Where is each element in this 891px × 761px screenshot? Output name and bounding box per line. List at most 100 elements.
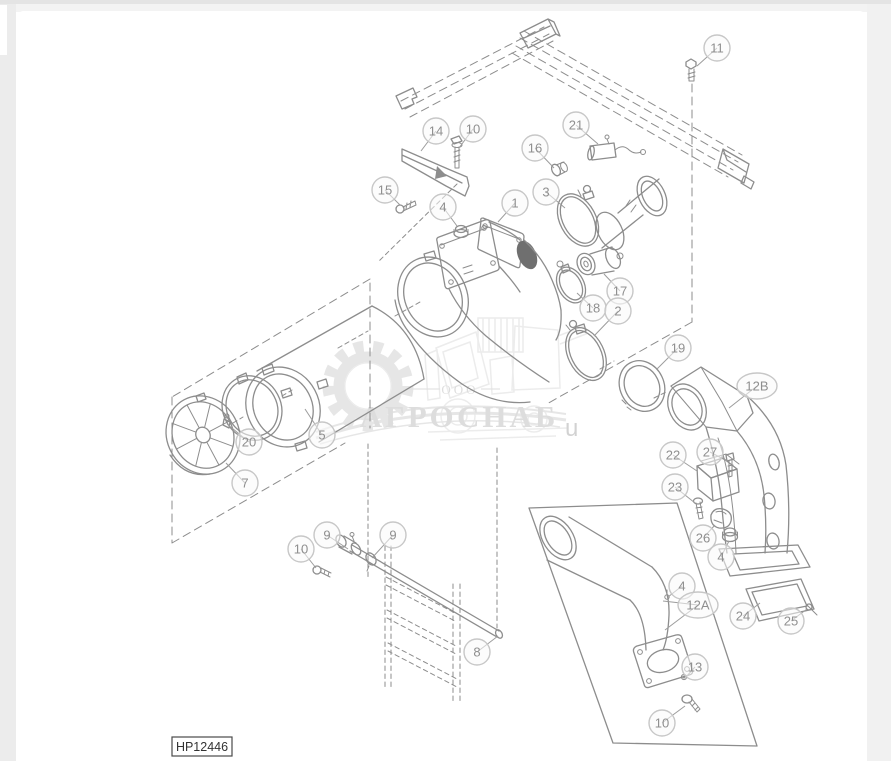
callout-number: 23 — [668, 480, 682, 495]
intake-tube-12A — [539, 515, 694, 689]
callout-bubble — [707, 543, 735, 571]
cap-screw-10-top — [450, 135, 463, 169]
callout-number: 19 — [671, 341, 685, 356]
bolt-10b — [312, 565, 332, 578]
support-tube-8 — [312, 532, 504, 639]
callout-number: 15 — [378, 183, 392, 198]
callout-number: 4 — [678, 579, 685, 594]
callout-bubble — [379, 521, 407, 549]
spring-clip-26 — [710, 507, 732, 529]
top-window-edge-light — [0, 4, 891, 12]
callout-number: 16 — [528, 141, 542, 156]
callout-13: 13 — [681, 653, 709, 681]
callout-5: 5 — [304, 408, 336, 449]
callout-3: 3 — [532, 178, 566, 209]
callout-7: 7 — [225, 462, 259, 497]
callout-bubble — [422, 117, 450, 145]
bolt-10c — [681, 694, 701, 713]
callout-bubble — [287, 535, 315, 563]
callout-15: 15 — [371, 176, 401, 206]
figure-label-text: HP12446 — [176, 740, 228, 754]
callout-number: 20 — [242, 435, 256, 450]
watermark-company-text: АГРОСНАБ — [360, 399, 559, 434]
clamp-9a — [349, 532, 362, 556]
callout-number: 10 — [655, 716, 669, 731]
callout-9: 9 — [313, 521, 349, 550]
callout-10: 10 — [458, 115, 487, 149]
callout-22: 22 — [659, 441, 698, 472]
callout-number: 9 — [389, 528, 396, 543]
callout-bubble — [696, 438, 724, 466]
hose-clamp-18 — [555, 260, 587, 304]
watermark-domain-letter: u — [565, 415, 578, 442]
callout-number: 21 — [569, 118, 583, 133]
callout-bubble — [677, 591, 719, 619]
callout-bubble — [604, 297, 632, 325]
callout-number: 3 — [542, 185, 549, 200]
callout-number: 25 — [784, 614, 798, 629]
callout-12A: 12A — [662, 591, 719, 631]
callout-number: 12A — [686, 598, 709, 613]
flange-nut-4d — [721, 527, 739, 543]
callout-bubble — [429, 193, 457, 221]
callout-bubble — [532, 178, 560, 206]
band-clamp-2 — [565, 319, 607, 382]
roof-rail-right — [511, 30, 755, 190]
callout-number: 7 — [241, 476, 248, 491]
figure-label: HP12446 — [171, 736, 233, 757]
callout-number: 14 — [429, 124, 443, 139]
callout-bubble — [459, 115, 487, 143]
callout-bubble — [659, 441, 687, 469]
callout-25: 25 — [777, 607, 808, 635]
callout-bubble — [231, 469, 259, 497]
end-cap-7 — [165, 392, 241, 476]
callout-1: 1 — [497, 189, 529, 223]
callout-4: 4 — [707, 540, 735, 571]
callout-23: 23 — [661, 473, 696, 504]
callout-number: 27 — [703, 445, 717, 460]
left-page-margin — [0, 4, 16, 761]
callout-11: 11 — [696, 34, 731, 67]
callout-bubble — [463, 638, 491, 666]
support-bracket-14 — [401, 148, 470, 197]
callout-number: 24 — [736, 609, 750, 624]
bolt-27 — [725, 452, 735, 478]
grommet-16 — [550, 161, 568, 177]
callout-bubble — [703, 34, 731, 62]
inlet-tube — [595, 175, 668, 251]
sensor-21 — [587, 134, 646, 161]
filter-element-5 — [245, 305, 425, 452]
callout-24: 24 — [729, 602, 761, 630]
callout-9: 9 — [371, 521, 407, 559]
mounting-bolt-11 — [685, 58, 697, 82]
callout-2: 2 — [593, 297, 632, 337]
callout-bubble — [689, 524, 717, 552]
agrosnab-watermark: ООО АГРОСНАБ u — [315, 317, 587, 445]
callout-number: 4 — [717, 550, 724, 565]
top-window-edge — [0, 0, 891, 4]
callout-number: 5 — [318, 428, 325, 443]
callout-number: 12B — [745, 379, 768, 394]
callout-bubble — [562, 111, 590, 139]
callout-number: 22 — [666, 448, 680, 463]
callout-number: 9 — [323, 528, 330, 543]
callout-number: 18 — [586, 301, 600, 316]
callout-number: 17 — [613, 284, 627, 299]
callout-12B: 12B — [728, 372, 778, 409]
callout-number: 10 — [466, 122, 480, 137]
callout-bubble — [313, 521, 341, 549]
callout-number: 26 — [696, 531, 710, 546]
callout-10: 10 — [287, 535, 317, 569]
bolt-23 — [692, 497, 704, 520]
callout-bubble — [235, 428, 263, 456]
callout-10: 10 — [648, 705, 686, 737]
callout-bubble — [664, 334, 692, 362]
combine-harvester-sketch — [424, 317, 587, 441]
callout-bubble — [729, 602, 757, 630]
callout-number: 4 — [439, 200, 446, 215]
callout-16: 16 — [521, 134, 555, 169]
callout-number: 1 — [511, 196, 518, 211]
